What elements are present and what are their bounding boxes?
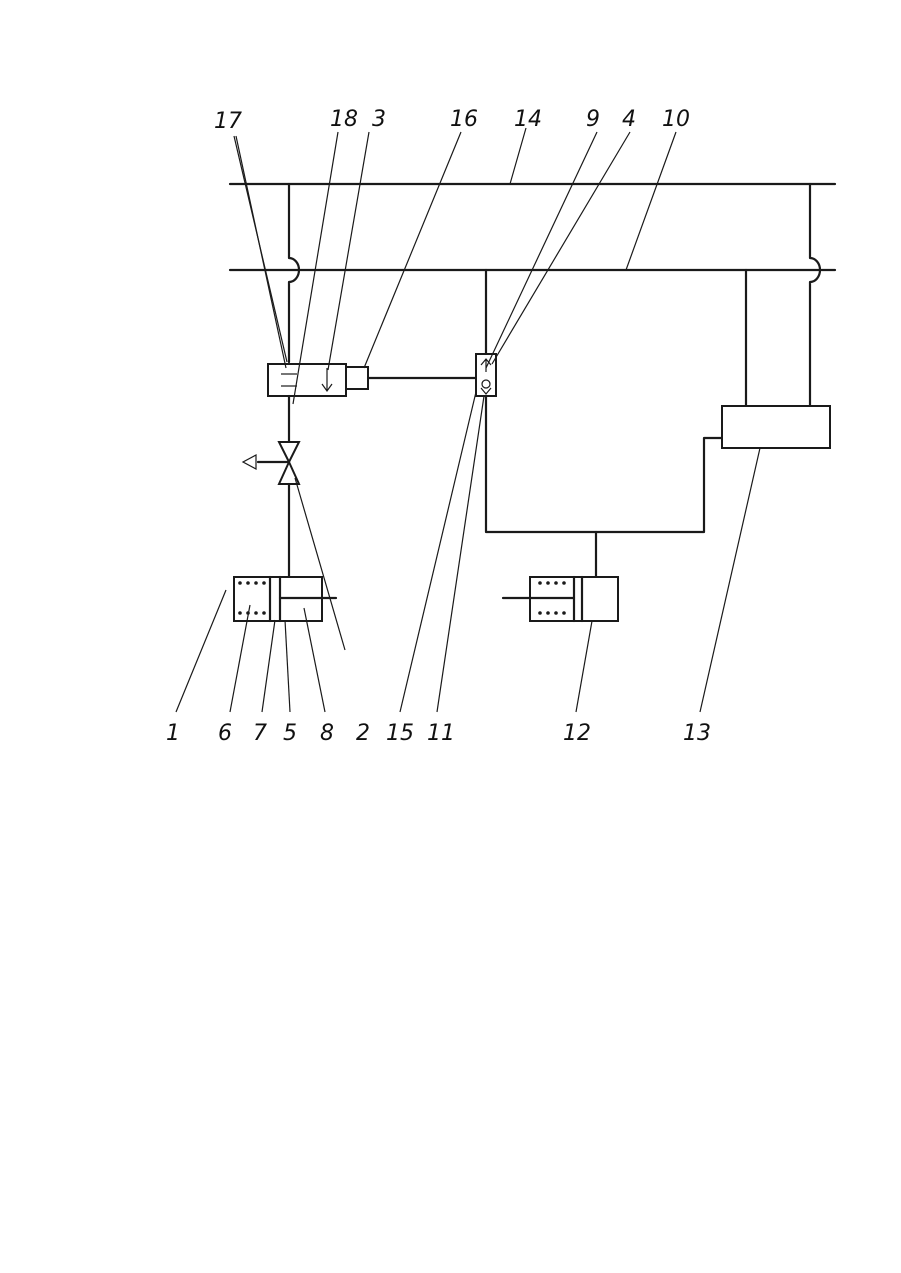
relay-valve-3 xyxy=(268,364,346,396)
callout-11: 11 xyxy=(427,721,455,746)
right-branch-pipe xyxy=(810,184,820,406)
callout-9: 9 xyxy=(586,107,600,132)
callout-2: 2 xyxy=(356,721,370,746)
actuator-16 xyxy=(346,367,368,389)
callout-6: 6 xyxy=(218,721,232,746)
callout-10: 10 xyxy=(662,107,690,132)
callout-3: 3 xyxy=(372,107,386,132)
callout-12: 12 xyxy=(563,721,591,746)
leader-lines xyxy=(176,128,760,712)
pipe-check-valve-to-reservoir xyxy=(486,396,722,532)
callout-14: 14 xyxy=(514,107,542,132)
callout-13: 13 xyxy=(683,721,711,746)
callout-17: 17 xyxy=(214,109,242,134)
callout-16: 16 xyxy=(450,107,478,132)
callout-15: 15 xyxy=(386,721,414,746)
exhaust-arrow-icon xyxy=(243,455,256,469)
callout-4: 4 xyxy=(622,107,636,132)
callout-18: 18 xyxy=(330,107,358,132)
left-branch-pipe xyxy=(289,184,299,362)
callout-7: 7 xyxy=(253,721,267,746)
callout-5: 5 xyxy=(283,721,297,746)
callout-8: 8 xyxy=(320,721,334,746)
callout-1: 1 xyxy=(166,721,180,746)
reservoir-13 xyxy=(722,406,830,448)
